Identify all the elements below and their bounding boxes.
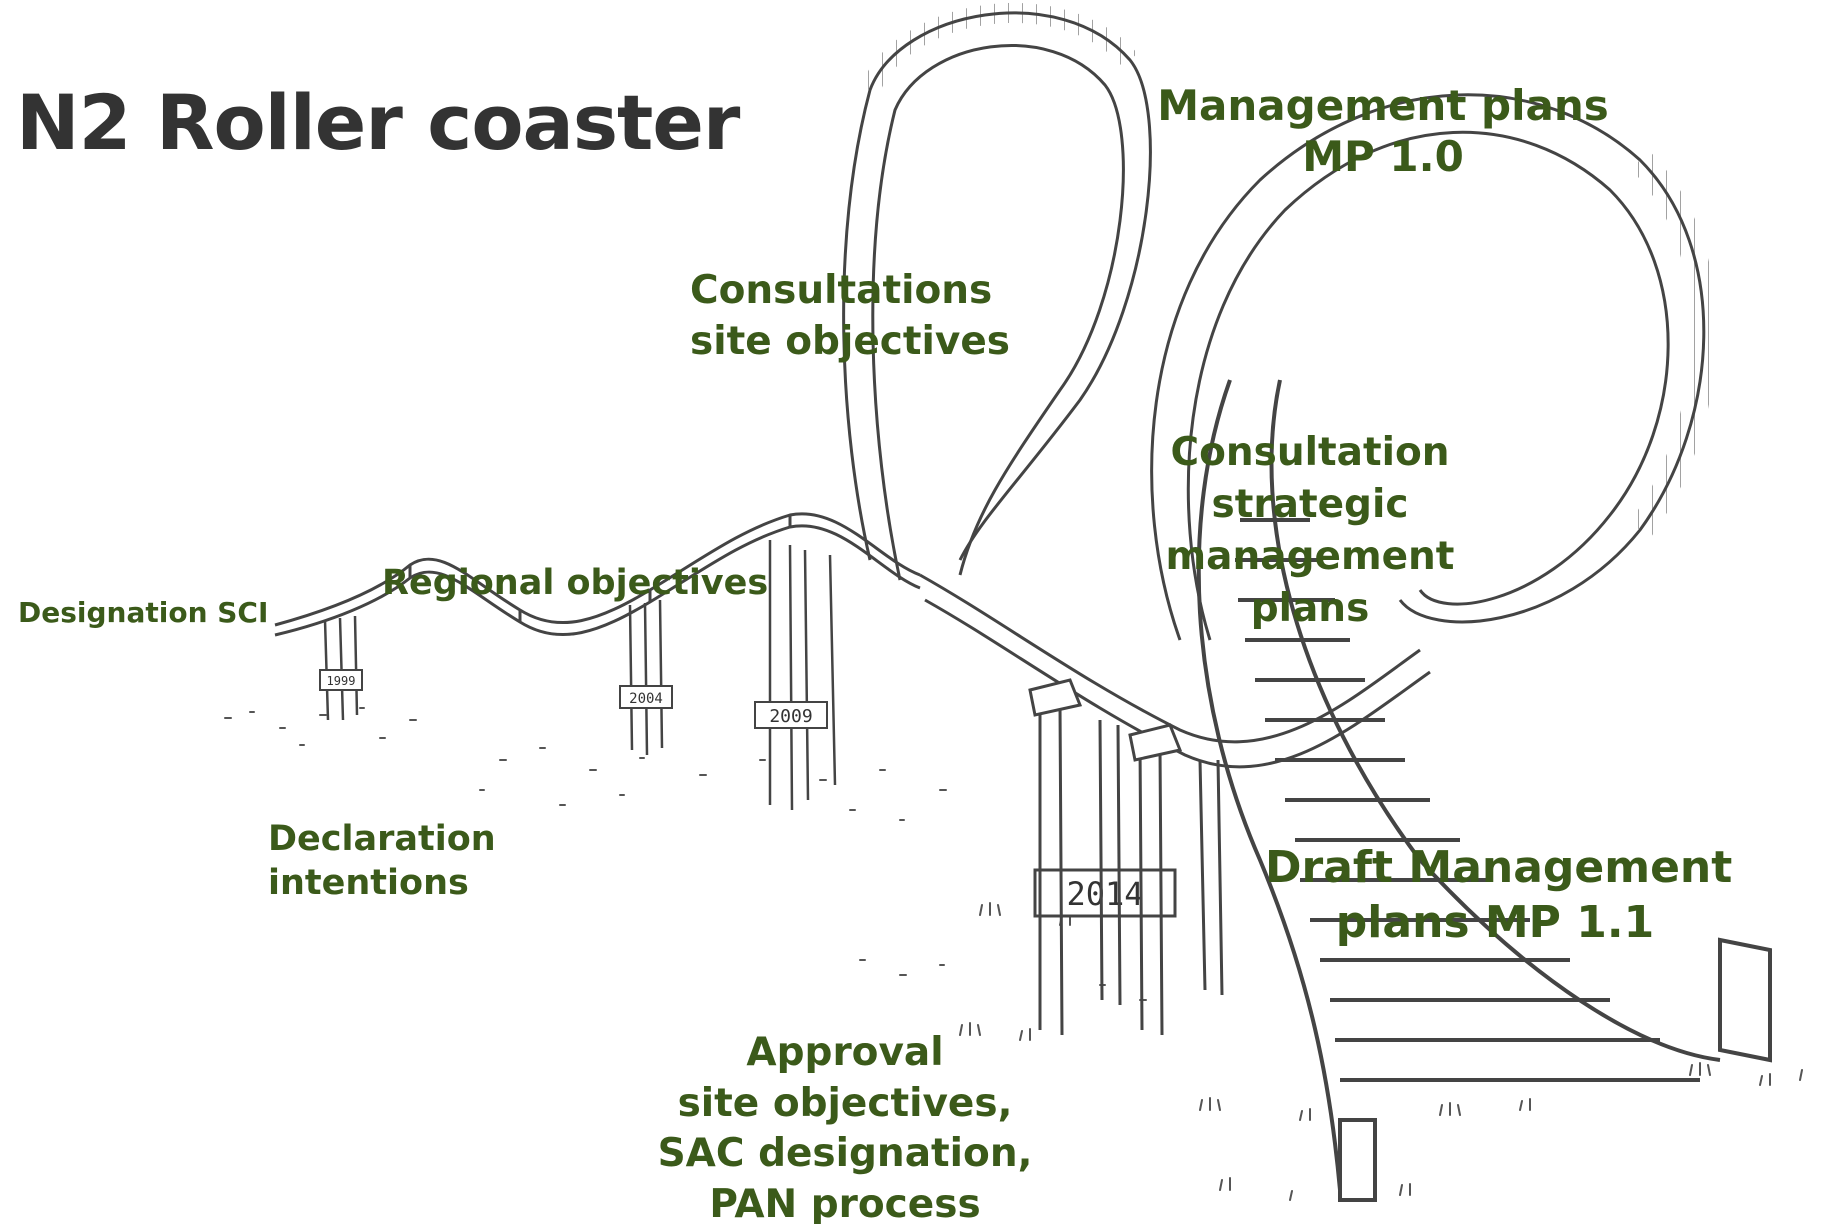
- left-loop: [842, 2, 1152, 581]
- low-track: [274, 512, 921, 637]
- label-consultation-strategic-plans: Consultation strategic management plans: [1160, 427, 1460, 634]
- year-sign-2004: 2004: [619, 685, 673, 709]
- label-management-plans: Management plans MP 1.0: [1153, 80, 1613, 182]
- label-management-line-1: Management plans: [1157, 81, 1609, 130]
- foreground-track: [1196, 379, 1772, 1202]
- svg-text:2004: 2004: [629, 691, 663, 707]
- label-draft-management-plans: Draft Management plans MP 1.1: [1265, 840, 1733, 950]
- right-loop: [1150, 93, 1717, 641]
- label-approval-line-1: Approval: [746, 1030, 944, 1075]
- ground-grass: [224, 707, 1803, 1201]
- label-strategic-line-2: strategic: [1211, 481, 1409, 527]
- label-approval-line-3: SAC designation,: [657, 1131, 1033, 1177]
- label-draft-line-1: Draft Management: [1265, 842, 1733, 893]
- label-approval: Approval site objectives, SAC designatio…: [640, 1028, 1050, 1224]
- label-consultations-site-objectives: Consultations site objectives: [690, 265, 1010, 368]
- label-approval-line-2: site objectives,: [677, 1080, 1013, 1126]
- label-strategic-line-1: Consultation: [1170, 430, 1450, 475]
- label-consultations-line-1: Consultations: [690, 268, 993, 313]
- label-consultations-line-2: site objectives: [690, 319, 1010, 365]
- label-strategic-line-4: plans: [1250, 585, 1370, 631]
- page-title: N2 Roller coaster: [16, 78, 740, 167]
- label-declaration-line-2: intentions: [268, 862, 469, 903]
- label-strategic-line-3: management: [1165, 533, 1455, 579]
- label-regional-objectives: Regional objectives: [382, 563, 769, 603]
- svg-text:1999: 1999: [327, 674, 356, 688]
- label-draft-line-2: plans MP 1.1: [1335, 897, 1655, 948]
- label-designation-sci: Designation SCI: [18, 596, 269, 629]
- label-management-line-2: MP 1.0: [1302, 132, 1464, 182]
- year-sign-2014: 2014: [1033, 868, 1177, 918]
- loop-supports: [1028, 678, 1224, 1036]
- label-declaration-line-1: Declaration: [268, 819, 496, 859]
- transition-track: [919, 573, 1431, 769]
- year-sign-1999: 1999: [319, 669, 363, 691]
- year-sign-2009: 2009: [754, 701, 828, 729]
- label-approval-line-4: PAN process: [709, 1182, 981, 1224]
- svg-text:2014: 2014: [1066, 875, 1143, 913]
- svg-text:2009: 2009: [769, 706, 812, 727]
- label-declaration-intentions: Declaration intentions: [268, 818, 496, 906]
